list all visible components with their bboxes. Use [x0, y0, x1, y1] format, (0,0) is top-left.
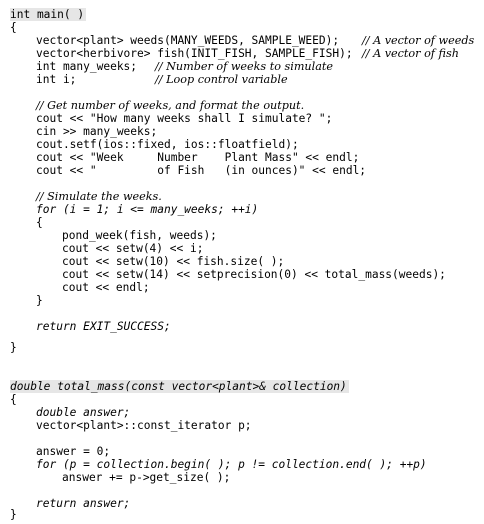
pond-week-call: pond_week(fish, weeds); — [62, 229, 217, 242]
total-mass-signature: double total_mass(const vector<plant>& c… — [10, 380, 349, 393]
setw14-line: cout << setw(14) << setprecision(0) << t… — [62, 268, 446, 281]
total-mass-close-brace: } — [10, 508, 17, 521]
answer-accumulate: answer += p->get_size( ); — [62, 471, 231, 484]
iterator-declaration: vector<plant>::const_iterator p; — [36, 419, 252, 432]
answer-declaration: double answer; — [36, 406, 131, 419]
cin-line: cin >> many_weeks; — [36, 125, 158, 138]
return-success-line: return EXIT_SUCCESS; — [36, 320, 171, 333]
header-output-line-2: cout << " of Fish (in ounces)" << endl; — [36, 164, 367, 177]
total-mass-open-brace: { — [10, 393, 17, 406]
many-weeks-comment: // Number of weeks to simulate — [155, 60, 333, 73]
get-weeks-comment: // Get number of weeks, and format the o… — [36, 99, 305, 112]
return-answer-line: return answer; — [36, 497, 131, 510]
i-comment: // Loop control variable — [155, 73, 288, 86]
loop-close-brace: } — [36, 294, 43, 307]
answer-init: answer = 0; — [36, 445, 111, 458]
i-declaration: int i; — [36, 73, 77, 86]
setw10-line: cout << setw(10) << fish.size( ); — [62, 255, 285, 268]
header-output-line-1: cout << "Week Number Plant Mass" << endl… — [36, 151, 360, 164]
for-loop-weeks: for (i = 1; i <= many_weeks; ++i) — [36, 203, 259, 216]
total-mass-signature-line: double total_mass(const vector<plant>& c… — [10, 380, 349, 393]
fish-comment: // A vector of fish — [362, 47, 459, 60]
loop-open-brace: { — [36, 216, 43, 229]
many-weeks-declaration: int many_weeks; — [36, 60, 138, 73]
main-signature: int main( ) — [10, 8, 87, 21]
prompt-output-line: cout << "How many weeks shall I simulate… — [36, 112, 333, 125]
weeds-declaration: vector<plant> weeds(MANY_WEEDS, SAMPLE_W… — [36, 34, 340, 47]
for-loop-collection: for (p = collection.begin( ); p != colle… — [36, 458, 427, 471]
main-close-brace: } — [10, 341, 17, 354]
main-signature-line: int main( ) — [10, 8, 87, 21]
main-open-brace: { — [10, 21, 17, 34]
setw4-line: cout << setw(4) << i; — [62, 242, 204, 255]
weeds-comment: // A vector of weeds — [362, 34, 475, 47]
setf-line: cout.setf(ios::fixed, ios::floatfield); — [36, 138, 299, 151]
endl-line: cout << endl; — [62, 281, 150, 294]
simulate-comment: // Simulate the weeks. — [36, 190, 162, 203]
fish-declaration: vector<herbivore> fish(INIT_FISH, SAMPLE… — [36, 47, 353, 60]
